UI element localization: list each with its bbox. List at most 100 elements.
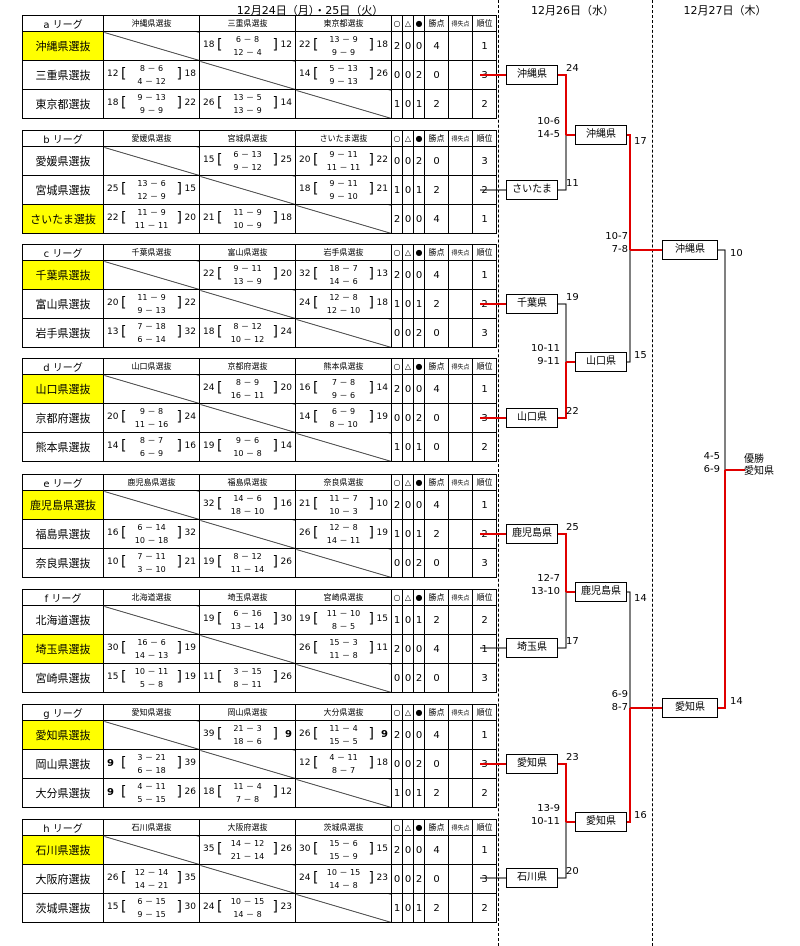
r1-score: 25 bbox=[566, 522, 579, 533]
set1-score: 16 － 6 bbox=[137, 638, 166, 647]
r2-score: 15 bbox=[634, 350, 647, 361]
bracket-left: [ bbox=[121, 324, 127, 340]
bracket-right: ] bbox=[368, 295, 374, 311]
total-left: 18 bbox=[203, 787, 215, 797]
r2-team-box: 愛知県 bbox=[575, 812, 627, 832]
bracket-line bbox=[558, 135, 567, 191]
set2-score: 8 － 7 bbox=[331, 766, 356, 775]
set2-score: 13 － 9 bbox=[233, 106, 262, 115]
total-left: 35 bbox=[203, 844, 215, 854]
set2-score: 12 － 9 bbox=[137, 192, 166, 201]
set1-score: 9 － 13 bbox=[137, 93, 166, 102]
r3-team-box: 沖縄県 bbox=[662, 240, 718, 260]
bracket-left: [ bbox=[121, 438, 127, 454]
set2-score: 14 － 8 bbox=[329, 881, 358, 890]
bracket-right: ] bbox=[272, 554, 278, 570]
set1-score: 14 － 6 bbox=[233, 494, 262, 503]
diagonal-cell bbox=[295, 318, 392, 348]
set1-score: 8 － 12 bbox=[233, 322, 262, 331]
bracket-right: ] bbox=[368, 755, 374, 771]
bracket-right: ] bbox=[272, 380, 278, 396]
bracket-left: [ bbox=[313, 295, 319, 311]
bracket-left: [ bbox=[121, 640, 127, 656]
total-right: 23 bbox=[280, 902, 292, 912]
total-right: 39 bbox=[184, 758, 196, 768]
bracket-line bbox=[627, 250, 631, 363]
bracket-right: ] bbox=[176, 66, 182, 82]
set2-score: 14 － 11 bbox=[326, 536, 361, 545]
total-left: 26 bbox=[203, 98, 215, 108]
r2-team-box: 山口県 bbox=[575, 352, 627, 372]
set1-score: 9 － 6 bbox=[235, 436, 260, 445]
total-left: 15 bbox=[107, 902, 119, 912]
total-left: 26 bbox=[299, 729, 311, 739]
set2-score: 9 － 9 bbox=[139, 106, 164, 115]
team-name: 北海道選抜 bbox=[22, 605, 104, 635]
team-name: 千葉県選抜 bbox=[22, 260, 104, 290]
team-name: 沖縄県選抜 bbox=[22, 31, 104, 61]
bracket-right: ] bbox=[176, 181, 182, 197]
bracket-right: ] bbox=[368, 640, 374, 656]
total-left: 12 bbox=[299, 758, 311, 768]
r1-team-box: 山口県 bbox=[506, 408, 558, 428]
r3-team-box: 愛知県 bbox=[662, 698, 718, 718]
bracket-left: [ bbox=[121, 295, 127, 311]
total-right: 24 bbox=[280, 327, 292, 337]
points-cell: 2 bbox=[424, 893, 449, 923]
set2-score: 13 － 9 bbox=[233, 277, 262, 286]
team-name: 東京都選抜 bbox=[22, 89, 104, 119]
bracket-left: [ bbox=[313, 266, 319, 282]
bracket-line bbox=[558, 303, 567, 362]
rank-cell: 2 bbox=[472, 778, 497, 808]
set1-score: 11 － 9 bbox=[137, 293, 166, 302]
r1-team-box: 愛知県 bbox=[506, 754, 558, 774]
bracket-right: ] bbox=[368, 870, 374, 886]
bracket-right: ] bbox=[272, 324, 278, 340]
total-left: 22 bbox=[299, 40, 311, 50]
set2-score: 11 － 11 bbox=[134, 221, 169, 230]
total-left: 18 bbox=[107, 98, 119, 108]
set1-score: 14 － 12 bbox=[230, 839, 265, 848]
set2-score: 11 － 11 bbox=[326, 163, 361, 172]
bracket-left: [ bbox=[313, 496, 319, 512]
set2-score: 14 － 13 bbox=[134, 651, 169, 660]
rank-cell: 1 bbox=[472, 31, 497, 61]
bracket-right: ] bbox=[368, 181, 374, 197]
points-cell: 0 bbox=[424, 663, 449, 693]
set2-score: 8 － 10 bbox=[329, 420, 358, 429]
total-right: 30 bbox=[184, 902, 196, 912]
total-right: 15 bbox=[184, 184, 196, 194]
goal-diff-cell bbox=[448, 893, 473, 923]
set1-score: 9 － 8 bbox=[139, 407, 164, 416]
set2-score: 13 － 14 bbox=[230, 622, 265, 631]
total-left: 22 bbox=[203, 269, 215, 279]
bracket-left: [ bbox=[121, 870, 127, 886]
set2-score: 9 － 9 bbox=[331, 48, 356, 57]
set1-score: 12 － 8 bbox=[329, 293, 358, 302]
champion-label: 優勝 bbox=[744, 454, 764, 465]
r3-set-score: 10-7 bbox=[605, 231, 628, 242]
total-left: 18 bbox=[299, 184, 311, 194]
total-right: 19 bbox=[376, 412, 388, 422]
final-set-score: 6-9 bbox=[703, 464, 720, 475]
bracket-left: [ bbox=[121, 669, 127, 685]
total-right: 14 bbox=[280, 98, 292, 108]
r1-team-box: 沖縄県 bbox=[506, 65, 558, 85]
header-day1: 12月24日（月）・25日（火） bbox=[236, 4, 384, 17]
diagonal-cell bbox=[199, 749, 296, 779]
points-cell: 4 bbox=[424, 634, 449, 664]
set2-score: 14 － 6 bbox=[329, 277, 358, 286]
total-right: 26 bbox=[280, 672, 292, 682]
set1-score: 15 － 6 bbox=[329, 839, 358, 848]
bracket-right: ] bbox=[272, 210, 278, 226]
